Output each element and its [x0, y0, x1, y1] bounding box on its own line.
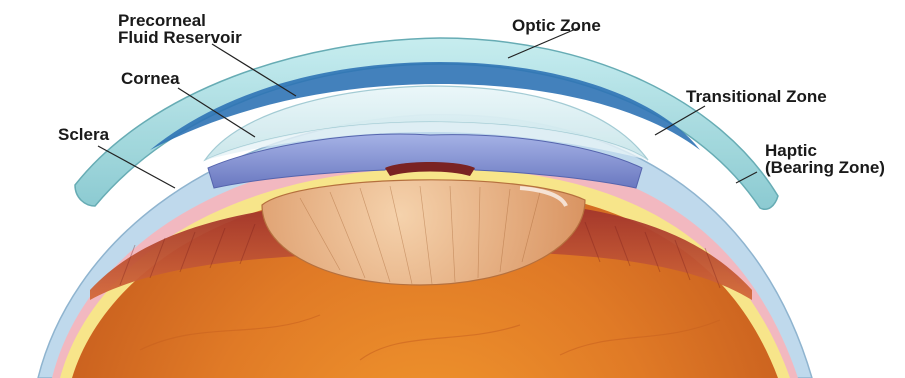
transitional-zone-label: Transitional Zone — [686, 88, 827, 105]
cornea-label: Cornea — [121, 70, 180, 87]
precorneal-fluid-reservoir-label: Precorneal Fluid Reservoir — [118, 12, 242, 46]
precorneal-label-line2: Fluid Reservoir — [118, 29, 242, 46]
haptic-label: Haptic (Bearing Zone) — [765, 142, 885, 176]
precorneal-label-line1: Precorneal — [118, 12, 242, 29]
haptic-label-line2: (Bearing Zone) — [765, 159, 885, 176]
optic-zone-label: Optic Zone — [512, 17, 601, 34]
haptic-label-line1: Haptic — [765, 142, 885, 159]
sclera-label: Sclera — [58, 126, 109, 143]
